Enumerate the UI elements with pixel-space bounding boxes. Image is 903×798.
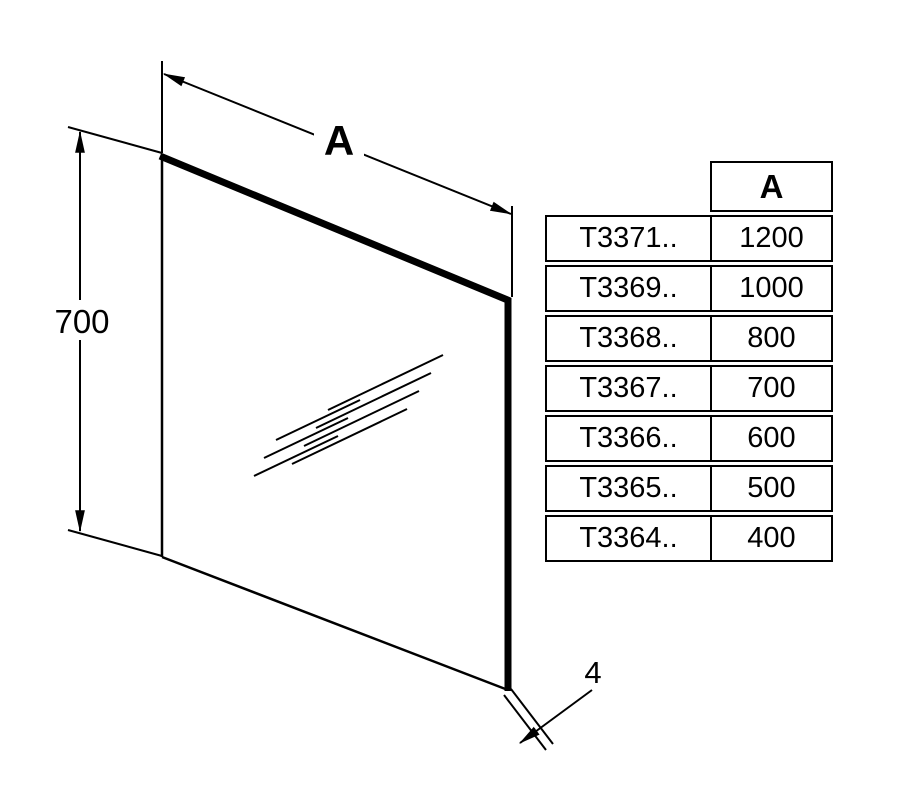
table-row: T3365.. 500 <box>545 465 833 512</box>
model-cell: T3364.. <box>545 515 712 562</box>
model-cell: T3365.. <box>545 465 712 512</box>
dim-height-extension-bottom <box>67 529 163 557</box>
glass-hatch <box>253 354 444 477</box>
value-cell: 400 <box>710 515 833 562</box>
table-row: T3368.. 800 <box>545 315 833 362</box>
model-cell: T3367.. <box>545 365 712 412</box>
value-cell: 1200 <box>710 215 833 262</box>
table-row: T3364.. 400 <box>545 515 833 562</box>
dim-thickness-leader <box>519 689 593 744</box>
dim-height-label-mask <box>48 300 116 340</box>
value-cell: 700 <box>710 365 833 412</box>
table-row: T3369.. 1000 <box>545 265 833 312</box>
value-cell: 500 <box>710 465 833 512</box>
dim-width-label-mask <box>314 114 364 158</box>
mirror-bottom-edge <box>161 555 509 692</box>
mirror-outline <box>158 152 512 692</box>
dim-thickness-extension-inner <box>510 688 554 745</box>
dim-thickness-extension-outer <box>503 694 547 751</box>
dim-width-label: A <box>324 117 354 164</box>
size-table-header-a: A <box>710 161 833 212</box>
size-table: A T3371.. 1200 T3369.. 1000 T3368.. 800 … <box>545 161 833 562</box>
model-cell: T3371.. <box>545 215 712 262</box>
value-cell: 1000 <box>710 265 833 312</box>
model-cell: T3366.. <box>545 415 712 462</box>
table-row: T3371.. 1200 <box>545 215 833 262</box>
dim-thickness <box>503 688 593 751</box>
table-row: T3367.. 700 <box>545 365 833 412</box>
mirror-top-edge <box>158 152 512 305</box>
dim-height <box>67 126 163 557</box>
model-cell: T3368.. <box>545 315 712 362</box>
table-row: T3366.. 600 <box>545 415 833 462</box>
value-cell: 600 <box>710 415 833 462</box>
dim-height-label: 700 <box>54 303 109 340</box>
dim-height-extension-top <box>67 126 163 154</box>
dim-thickness-label: 4 <box>584 655 601 690</box>
model-cell: T3369.. <box>545 265 712 312</box>
value-cell: 800 <box>710 315 833 362</box>
